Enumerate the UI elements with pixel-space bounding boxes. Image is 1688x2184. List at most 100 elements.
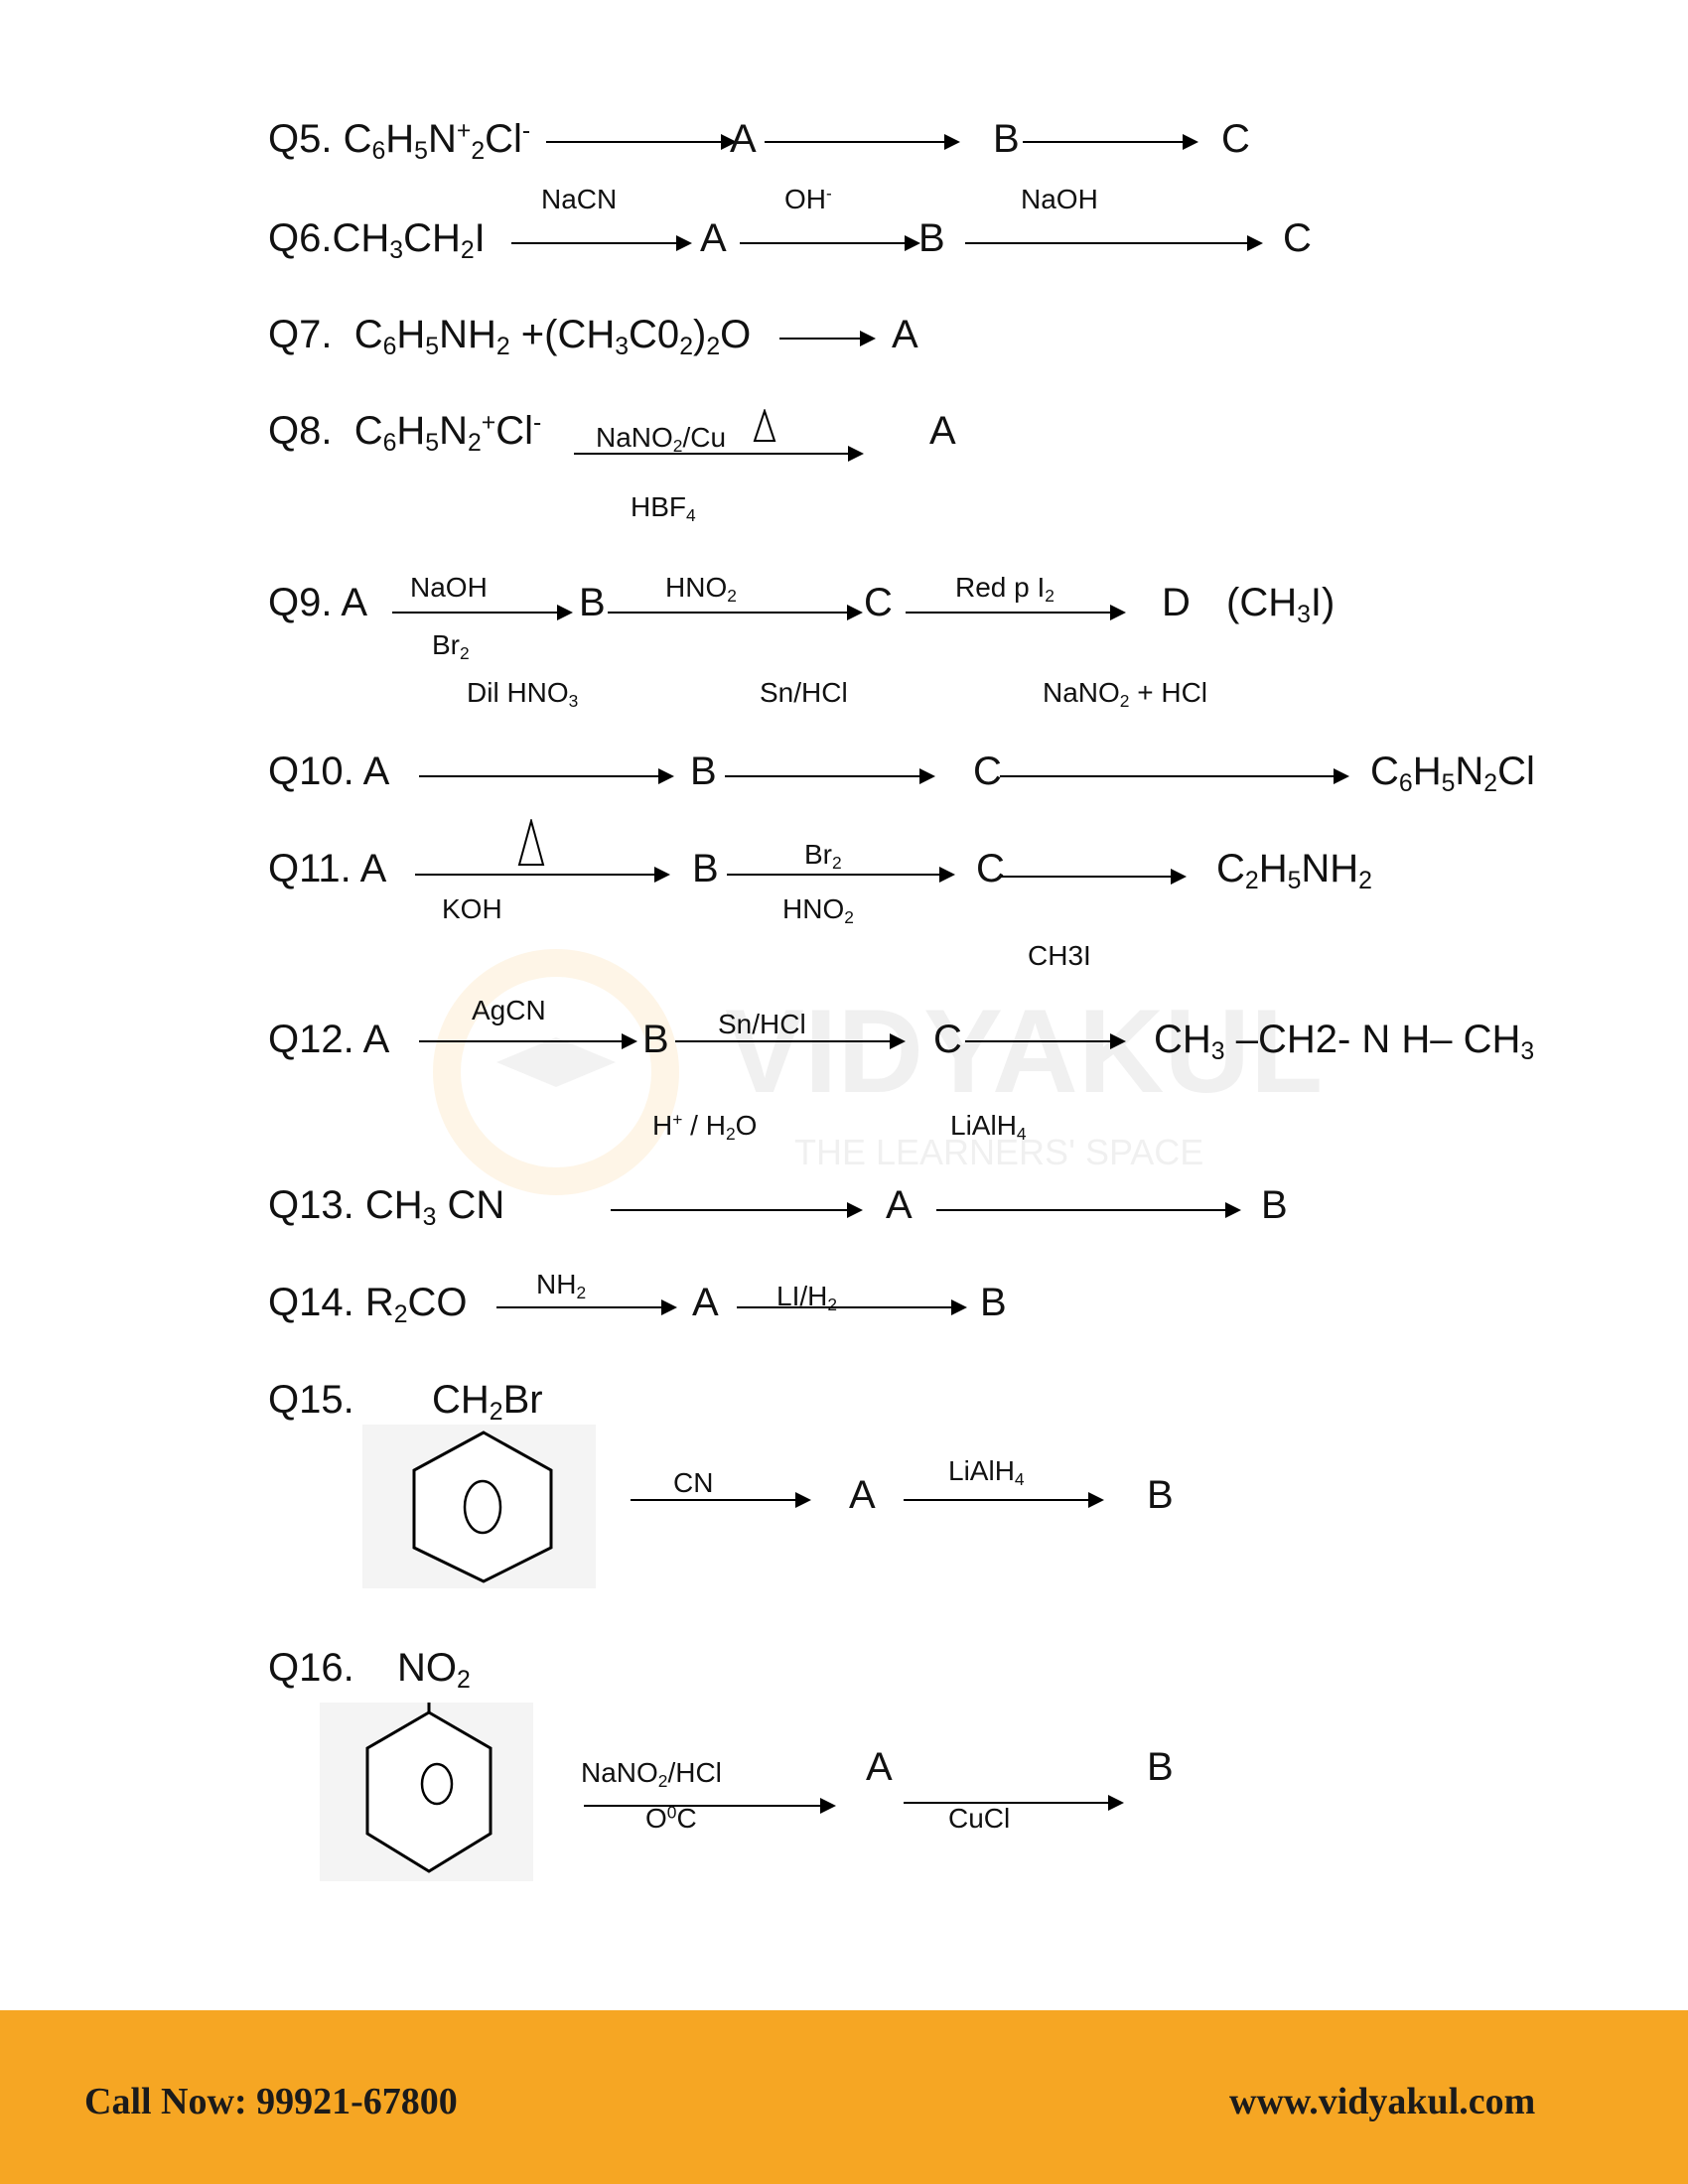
q10-product: C6H5N2Cl bbox=[1370, 750, 1535, 797]
q9-product-b: B bbox=[579, 581, 606, 624]
q8-arrow bbox=[574, 446, 864, 462]
q11-arrow-1 bbox=[415, 867, 670, 883]
q16-reagent-2-below: CuCl bbox=[948, 1803, 1011, 1834]
q14-product-b: B bbox=[980, 1281, 1007, 1324]
q16-substituent: NO2 bbox=[397, 1646, 471, 1694]
q8-reagent-1: NaNO2/Cu bbox=[596, 422, 727, 456]
q14-reagent-1: NH2 bbox=[536, 1269, 587, 1302]
benzene-ring-icon bbox=[362, 1425, 596, 1588]
q11-product-b: B bbox=[692, 847, 719, 890]
watermark-brand: VIDYAKUL bbox=[725, 985, 1324, 1118]
footer-website[interactable]: www.vidyakul.com bbox=[1229, 2081, 1536, 2122]
q11-reagent-2-below: HNO2 bbox=[782, 893, 854, 927]
q12-reagent-2: Sn/HCl bbox=[718, 1009, 806, 1039]
q13-product-a: A bbox=[886, 1183, 913, 1227]
q14-arrow-2 bbox=[737, 1299, 967, 1315]
q9-product-d-formula: (CH3I) bbox=[1226, 581, 1336, 628]
q11-arrow-2 bbox=[727, 867, 955, 883]
watermark-gear-icon bbox=[433, 949, 679, 1195]
q5-arrow-2 bbox=[765, 134, 960, 150]
q5-product-a: A bbox=[730, 117, 757, 161]
q6-arrow-2 bbox=[740, 235, 920, 251]
q9-label: Q9. A bbox=[268, 581, 368, 624]
q13-label: Q13. CH3 CN bbox=[268, 1183, 505, 1231]
heat-triangle-icon bbox=[753, 409, 776, 442]
q13-arrow-1 bbox=[611, 1202, 863, 1218]
q10-product-c: C bbox=[973, 750, 1002, 793]
q8-label: Q8. C6H5N2+Cl- bbox=[268, 409, 542, 457]
q6-label: Q6.CH3CH2I bbox=[268, 216, 486, 264]
q12-arrow-1 bbox=[419, 1033, 637, 1049]
q6-arrow-1 bbox=[511, 235, 692, 251]
q6-reagent-2: OH- bbox=[784, 183, 832, 214]
watermark-tagline: THE LEARNERS' SPACE bbox=[794, 1132, 1204, 1172]
q16-product-a: A bbox=[866, 1745, 893, 1789]
q12-reagent-2-below: H+ / H2O bbox=[652, 1109, 758, 1144]
q15-arrow-2 bbox=[904, 1492, 1104, 1508]
q16-arrow-2 bbox=[904, 1795, 1124, 1811]
q11-reagent-1-below: KOH bbox=[442, 893, 502, 924]
q6-product-b: B bbox=[918, 216, 945, 260]
q14-arrow-1 bbox=[496, 1299, 677, 1315]
q11-product-c: C bbox=[976, 847, 1005, 890]
q5-arrow-1 bbox=[546, 134, 737, 150]
q8-reagent-2: HBF4 bbox=[631, 491, 696, 525]
footer-bar: Call Now: 99921-67800 www.vidyakul.com bbox=[0, 2010, 1688, 2184]
q9-reagent-3: Red p I2 bbox=[955, 572, 1055, 606]
q12-product-b: B bbox=[642, 1018, 669, 1061]
q12-reagent-3-below: LiAlH4 bbox=[950, 1110, 1027, 1144]
q11-product: C2H5NH2 bbox=[1216, 847, 1372, 894]
q9-product-c: C bbox=[864, 581, 893, 624]
q10-product-b: B bbox=[690, 750, 717, 793]
q16-reagent-1-below: O0C bbox=[645, 1802, 697, 1834]
q15-reagent-1: CN bbox=[673, 1467, 714, 1498]
q10-reagent-2: Sn/HCl bbox=[760, 677, 848, 708]
q12-reagent-1: AgCN bbox=[472, 995, 546, 1025]
q15-label: Q15. bbox=[268, 1378, 354, 1422]
q12-product: CH3 –CH2- N H– CH3 bbox=[1154, 1018, 1535, 1065]
q6-arrow-3 bbox=[965, 235, 1263, 251]
q13-product-b: B bbox=[1261, 1183, 1288, 1227]
q15-product-b: B bbox=[1147, 1473, 1174, 1517]
q16-reagent-1: NaNO2/HCl bbox=[581, 1757, 722, 1791]
q16-label: Q16. bbox=[268, 1646, 354, 1690]
q10-label: Q10. A bbox=[268, 750, 390, 793]
q9-arrow-3 bbox=[906, 605, 1126, 620]
q12-arrow-2 bbox=[675, 1033, 906, 1049]
q9-product-d: D bbox=[1162, 581, 1191, 624]
benzene-ring-icon bbox=[320, 1703, 533, 1881]
q6-reagent-3: NaOH bbox=[1021, 184, 1098, 214]
q9-arrow-2 bbox=[608, 605, 863, 620]
q9-reagent-2: HNO2 bbox=[665, 572, 737, 606]
q9-arrow-1 bbox=[392, 605, 573, 620]
q6-reagent-1: NaCN bbox=[541, 184, 618, 214]
q10-arrow-3 bbox=[1000, 768, 1349, 784]
q11-label: Q11. A bbox=[268, 847, 387, 890]
q14-reagent-2: LI/H2 bbox=[776, 1281, 838, 1314]
q6-product-c: C bbox=[1283, 216, 1312, 260]
q15-product-a: A bbox=[849, 1473, 876, 1517]
q15-substituent: CH2Br bbox=[432, 1378, 543, 1426]
q8-product-a: A bbox=[929, 409, 956, 453]
q15-arrow-1 bbox=[631, 1492, 811, 1508]
q9-reagent-1: NaOH bbox=[410, 572, 488, 603]
q5-product-c: C bbox=[1221, 117, 1250, 161]
q15-reagent-2: LiAlH4 bbox=[948, 1455, 1025, 1489]
q11-arrow-3 bbox=[1001, 869, 1187, 885]
q11-reagent-3-below: CH3I bbox=[1028, 940, 1091, 971]
q7-label: Q7. C6H5NH2 +(CH3C02)2O bbox=[268, 313, 752, 360]
q5-arrow-3 bbox=[1023, 134, 1198, 150]
footer-phone[interactable]: Call Now: 99921-67800 bbox=[84, 2081, 458, 2122]
q5-product-b: B bbox=[993, 117, 1020, 161]
q16-arrow-1 bbox=[584, 1798, 836, 1814]
q14-product-a: A bbox=[692, 1281, 719, 1324]
q10-reagent-3: NaNO2 + HCl bbox=[1043, 677, 1208, 711]
q11-reagent-2: Br2 bbox=[804, 839, 842, 873]
q10-arrow-1 bbox=[419, 768, 674, 784]
q12-product-c: C bbox=[933, 1018, 962, 1061]
heat-triangle-icon bbox=[517, 819, 545, 866]
watermark: VIDYAKUL THE LEARNERS' SPACE bbox=[427, 943, 1323, 1206]
q12-arrow-3 bbox=[965, 1033, 1126, 1049]
q12-label: Q12. A bbox=[268, 1018, 390, 1061]
q7-arrow bbox=[779, 331, 876, 346]
